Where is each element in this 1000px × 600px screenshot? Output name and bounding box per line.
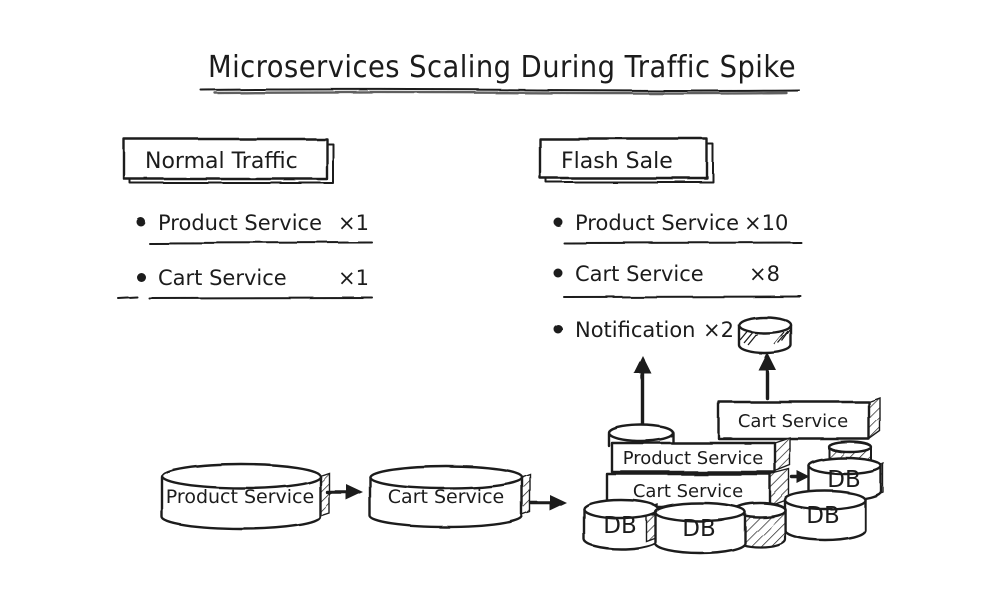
flow-arrow-product-to-cart (325, 484, 363, 500)
cylinder-body (160, 474, 322, 531)
flash-sale-box-frame (538, 137, 709, 180)
bullet-icon (553, 268, 563, 278)
scale-up-arrow-left (634, 356, 652, 430)
notification-db-icon (737, 315, 793, 355)
service-label: Cart Service (158, 266, 287, 290)
db-label: DB (806, 503, 840, 529)
db-cylinder-right-bottom (783, 489, 867, 542)
bullet-icon (553, 324, 563, 334)
scale-up-arrow-right (758, 352, 776, 400)
title-underline-second-stroke (213, 91, 788, 95)
bullet-icon (136, 272, 146, 282)
cylinder-top (160, 462, 322, 490)
text-layer: Microservices Scaling During Traffic Spi… (145, 50, 861, 542)
cluster-box-label-cart: Cart Service (633, 481, 743, 502)
flash-sale-heading: Flash Sale (561, 149, 673, 174)
item-underline-dash (117, 296, 138, 299)
box-side-hatch (774, 437, 791, 473)
cluster-box-label-cart-top: Cart Service (738, 411, 848, 432)
service-label: Product Service (575, 211, 739, 235)
arrow-head (550, 495, 567, 511)
flash-sale-box (538, 137, 714, 183)
cylinder-body (653, 510, 747, 555)
item-underline (148, 241, 373, 244)
cluster-product-service-box (610, 437, 791, 474)
instance-count: ×1 (338, 266, 369, 290)
cylinder-body (783, 498, 867, 542)
cluster-box-label-product: Product Service (623, 448, 764, 469)
cylinder-top (827, 440, 873, 454)
arrow-head (797, 470, 810, 484)
arrow-head (634, 356, 652, 374)
instance-count: ×8 (749, 262, 780, 286)
cylinder-top (607, 423, 675, 443)
cylinder-top (807, 456, 883, 476)
arrow-head (758, 352, 776, 370)
service-label: Cart Service (575, 262, 704, 286)
normal-traffic-box (122, 137, 334, 184)
normal-traffic-heading: Normal Traffic (145, 149, 298, 174)
arrow-head (346, 484, 363, 500)
db-label: DB (827, 467, 861, 493)
cylinder-top (653, 501, 747, 523)
item-underline (148, 296, 373, 299)
box-frame (717, 400, 871, 441)
db-label: DB (603, 513, 637, 539)
bullet-icon (553, 217, 563, 227)
bullet-icon (136, 217, 146, 227)
box-frame (610, 441, 777, 474)
sketch-shapes-layer (117, 88, 884, 555)
box-side-hatch (868, 397, 881, 441)
service-label: Notification (575, 318, 696, 342)
title-underline (200, 88, 800, 92)
cluster-cart-service-top-box (717, 397, 881, 441)
page-title: Microservices Scaling During Traffic Spi… (208, 50, 796, 85)
db-cylinder-left (582, 498, 660, 551)
cylinder-label-cart: Cart Service (388, 486, 504, 508)
db-cylinder-middle (653, 501, 747, 555)
cylinder-top (368, 464, 524, 490)
instance-count: ×10 (744, 211, 788, 235)
cylinder-top (783, 489, 867, 511)
cylinder-body (368, 475, 524, 529)
db-label: DB (682, 516, 716, 542)
cart-service-cylinder (368, 464, 531, 529)
flow-arrow-cart-to-cluster (529, 495, 567, 511)
item-underline (563, 295, 802, 298)
normal-traffic-box-frame (122, 137, 329, 181)
cylinder-hatch-right (773, 329, 791, 345)
instance-count: ×2 (703, 318, 734, 342)
cluster-arrow-to-db (790, 470, 810, 484)
cylinder-label-product: Product Service (166, 486, 314, 508)
instance-count: ×1 (338, 211, 369, 235)
item-underline (563, 241, 802, 244)
product-service-cylinder (160, 462, 330, 531)
cylinder-top (737, 315, 793, 335)
service-label: Product Service (158, 211, 322, 235)
